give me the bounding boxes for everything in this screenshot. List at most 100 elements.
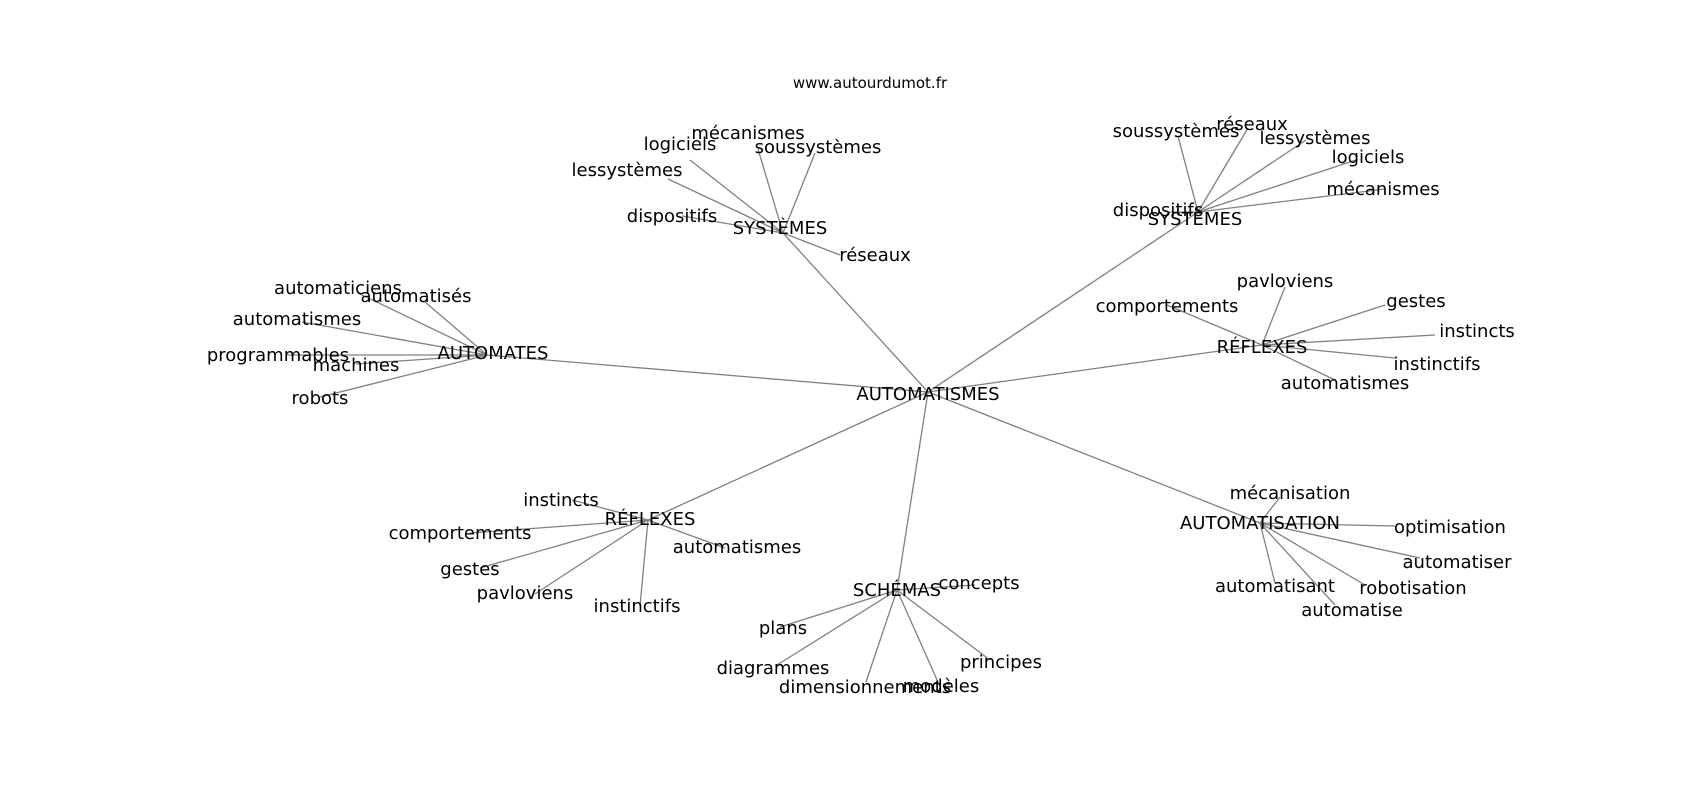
edge-reflexes-to-instincts [571,499,649,521]
edge-automatisation-to-automatiser [1259,522,1421,559]
leaf-node-label: concepts [938,573,1019,594]
hub-node-label: AUTOMATES [438,343,549,364]
center-node-label: AUTOMATISMES [856,384,999,405]
edge-reflexes-to-instinctifs [639,519,649,607]
edge-automatisation-to-mecanisation [1259,496,1281,524]
edge-schemas-to-diagrammes [776,589,898,666]
leaf-node-label: automatise [1301,600,1403,621]
edge-automatisation-to-optimisation [1259,522,1396,527]
edge-systemes-to-logiciels [1197,159,1357,213]
edge-systemes-to-lessystemes [667,178,784,234]
edge-reflexes-to-pavloviens [534,519,649,595]
leaf-node-label: automatismes [233,309,362,330]
edge-reflexes-to-automatismes [1261,344,1336,381]
edge-schemas-to-modeles [896,589,939,683]
edge-schemas-to-concepts [896,584,976,591]
edge-reflexes-to-automatismes [647,519,726,549]
leaf-node-label: instincts [1439,321,1515,342]
edge-systemes-to-reseaux [782,232,841,256]
edge-center-to-reflexes [927,344,1263,393]
edge-automatisation-to-automatisant [1259,522,1276,584]
edge-center-to-systemes [782,232,929,393]
edge-reflexes-to-gestes [479,519,649,569]
leaf-node-label: pavloviens [477,583,574,604]
edge-center-to-systemes [927,211,1199,393]
leaf-node-label: plans [759,618,807,639]
leaf-node-label: instinctifs [1394,354,1481,375]
leaf-node-label: dimensionnements [779,677,951,698]
edge-systemes-to-lessystemes [1197,139,1307,213]
leaf-node-label: logiciels [1332,147,1405,168]
edge-automatisation-to-automatise [1259,522,1336,606]
hub-node-label: RÉFLEXES [605,508,696,530]
leaf-node-label: instinctifs [594,596,681,617]
edge-systemes-to-mecanismes [1197,188,1386,213]
edge-systemes-to-soussystemes [1177,135,1199,213]
site-label: www.autourdumot.fr [793,74,948,92]
labels-layer: AUTOMATISMESSYSTÈMESlogicielsmécanismess… [207,114,1515,698]
edge-reflexes-to-instincts [1261,334,1436,346]
edge-reflexes-to-pavloviens [1261,286,1286,346]
edge-reflexes-to-instinctifs [1261,344,1396,359]
leaf-node-label: pavloviens [1237,271,1334,292]
hub-node-label: SYSTÈMES [733,217,828,239]
edge-automates-to-automaticiens [357,292,488,356]
edge-systemes-to-logiciels [689,159,784,234]
edge-reflexes-to-gestes [1261,304,1386,346]
leaf-node-label: réseaux [839,245,911,266]
leaf-node-label: optimisation [1394,517,1506,538]
leaf-node-label: automatiser [1403,552,1513,573]
edge-automates-to-robots [319,354,488,398]
leaf-node-label: soussystèmes [755,137,882,158]
leaf-node-label: lessystèmes [1260,128,1371,149]
leaf-node-label: automatismes [1281,373,1410,394]
leaf-node-label: machines [313,355,400,376]
leaf-node-label: comportements [1096,296,1239,317]
hub-node-label: SYSTÈMES [1148,208,1243,230]
leaf-node-label: automaticiens [274,278,402,299]
hub-node-label: SCHÉMAS [853,579,941,601]
leaf-node-label: lessystèmes [572,160,683,181]
edge-center-to-automatisation [927,391,1261,524]
leaf-node-label: gestes [1386,291,1445,312]
leaf-node-label: instincts [523,490,599,511]
edge-systemes-to-mecanismes [757,148,784,234]
leaf-node-label: robotisation [1359,578,1466,599]
leaf-node-label: gestes [440,559,499,580]
edge-reflexes-to-comportements [469,519,649,534]
leaf-node-label: mécanisation [1230,483,1351,504]
edge-systemes-to-reseaux [1197,127,1249,213]
leaf-node-label: soussystèmes [1113,121,1240,142]
leaf-node-label: robots [292,388,349,409]
leaf-node-label: principes [960,652,1042,673]
leaf-node-label: diagrammes [717,658,830,679]
edge-automates-to-machines [355,354,488,365]
edge-systemes-to-dispositifs [681,215,784,234]
edge-schemas-to-principes [896,589,991,661]
leaf-node-label: logiciels [644,134,717,155]
edge-center-to-automates [486,354,929,393]
edge-automates-to-automatismes [301,321,488,356]
leaf-node-label: mécanismes [691,123,804,144]
edge-reflexes-to-comportements [1166,304,1263,346]
leaf-node-label: automatisés [361,286,472,307]
leaf-node-label: automatisant [1215,576,1335,597]
leaf-node-label: réseaux [1216,114,1288,135]
leaf-node-label: programmables [207,345,349,366]
edges-layer [287,127,1436,683]
leaf-node-label: dispositifs [627,206,717,227]
edge-schemas-to-dimensionnements [865,589,898,683]
edge-automates-to-automatises [424,301,488,356]
edge-schemas-to-plans [779,589,898,628]
leaf-node-label: mécanismes [1326,179,1439,200]
edge-center-to-schemas [896,391,929,591]
leaf-node-label: modèles [903,676,980,697]
hub-node-label: AUTOMATISATION [1180,513,1340,534]
edge-automatisation-to-robotisation [1259,522,1366,586]
leaf-node-label: dispositifs [1113,200,1203,221]
edge-center-to-reflexes [647,391,929,521]
leaf-node-label: comportements [389,523,532,544]
edge-systemes-to-soussystemes [782,152,816,234]
